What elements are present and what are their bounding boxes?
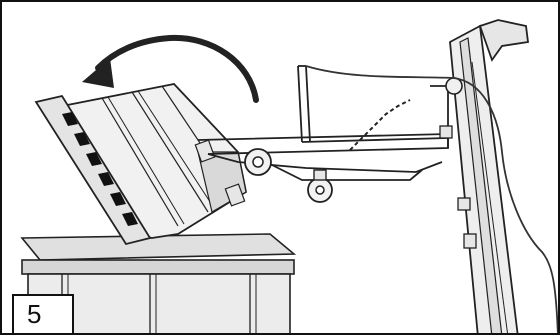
mast [440,20,528,335]
tilted-bin [36,84,246,244]
step-number-badge: 5 [12,294,74,335]
container-rim-band [22,260,294,274]
wheels [245,149,332,202]
cable [306,66,558,335]
chain [350,100,410,150]
mast-head [480,20,528,60]
step-number: 5 [27,299,41,329]
